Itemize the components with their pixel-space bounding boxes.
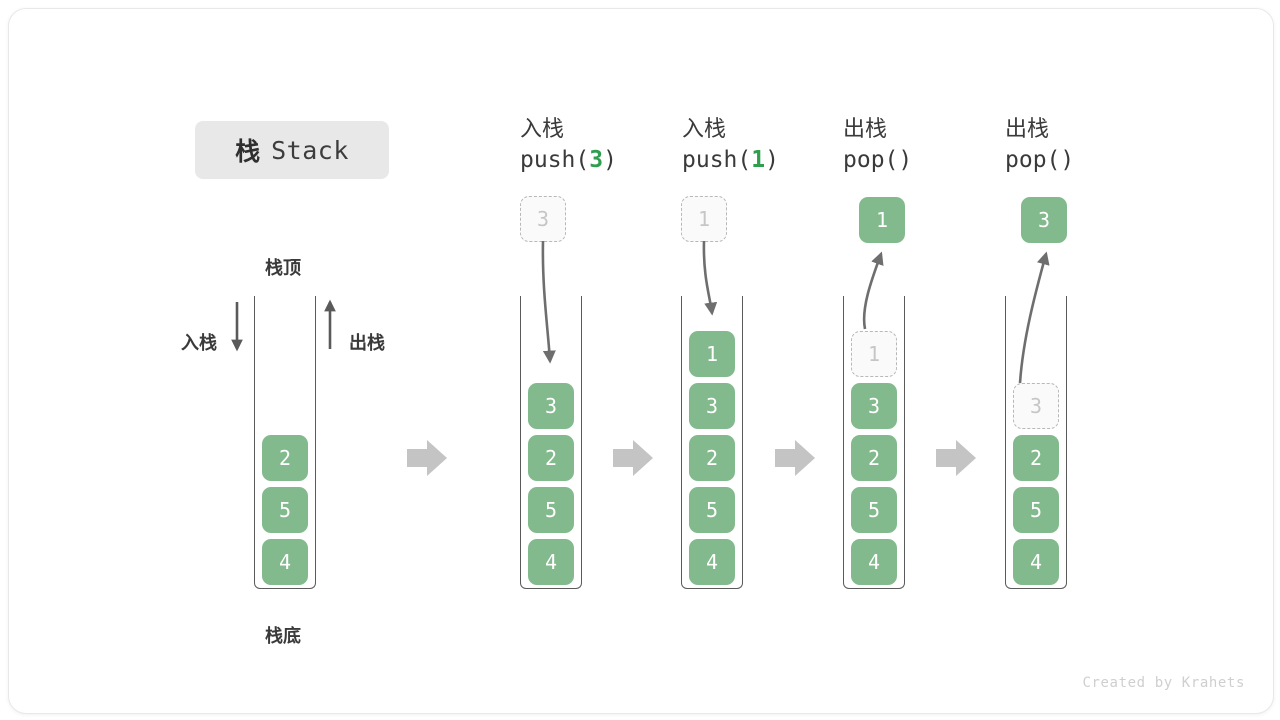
column-header-push-3: 入栈 push(3)	[520, 114, 690, 176]
stack-cell: 2	[528, 435, 574, 481]
stack-cell: 4	[528, 539, 574, 585]
stack-cell: 5	[1013, 487, 1059, 533]
transition-arrow-icon	[775, 440, 815, 476]
label-stack-top: 栈顶	[265, 258, 301, 278]
stack-cell: 3	[528, 383, 574, 429]
stack-cell: 4	[262, 539, 308, 585]
stack-cell: 5	[262, 487, 308, 533]
stack-container-pop-1: 1 3 2 5 4	[843, 296, 905, 589]
header-code: pop()	[843, 144, 1013, 176]
op-name: push(	[520, 147, 590, 173]
transition-arrow-icon	[936, 440, 976, 476]
transition-arrow-icon	[613, 440, 653, 476]
floating-cell-pop-1: 1	[859, 197, 905, 243]
op-arg: 1	[751, 147, 766, 173]
stack-cell: 5	[528, 487, 574, 533]
header-cn: 入栈	[520, 116, 565, 141]
header-cn: 出栈	[843, 116, 888, 141]
stack-cell: 4	[851, 539, 897, 585]
label-stack-bottom: 栈底	[265, 626, 301, 646]
stack-cell: 4	[689, 539, 735, 585]
op-arg: 3	[589, 147, 604, 173]
header-cn: 入栈	[682, 116, 727, 141]
stack-cell: 2	[1013, 435, 1059, 481]
stack-cell: 1	[689, 331, 735, 377]
column-header-push-1: 入栈 push(1)	[682, 114, 852, 176]
transition-arrow-icon	[407, 440, 447, 476]
floating-cell-push-1: 1	[681, 196, 727, 242]
floating-cell-pop-3: 3	[1021, 197, 1067, 243]
footer-credit: Created by Krahets	[1082, 675, 1245, 691]
header-code: pop()	[1005, 144, 1175, 176]
stack-cell: 2	[851, 435, 897, 481]
column-header-pop-1: 出栈 pop()	[843, 114, 1013, 176]
stack-cell: 4	[1013, 539, 1059, 585]
title-en: Stack	[271, 135, 349, 165]
stack-container-push-1: 1 3 2 5 4	[681, 296, 743, 589]
op-close: )	[1060, 147, 1075, 173]
op-close: )	[603, 147, 617, 173]
header-code: push(3)	[520, 144, 690, 176]
stack-cell: 3	[851, 383, 897, 429]
stack-container-pop-3: 3 2 5 4	[1005, 296, 1067, 589]
stack-cell: 2	[262, 435, 308, 481]
stack-cell-ghost: 3	[1013, 383, 1059, 429]
stack-cell: 5	[851, 487, 897, 533]
stack-cell: 2	[689, 435, 735, 481]
op-close: )	[765, 147, 779, 173]
stack-cell: 3	[689, 383, 735, 429]
floating-cell-push-3: 3	[520, 196, 566, 242]
stack-container-initial: 2 5 4	[254, 296, 316, 589]
diagram-canvas: 栈 Stack 栈顶 栈底 入栈 出栈 入栈 push(3) 入栈 push(1…	[8, 8, 1274, 714]
header-code: push(1)	[682, 144, 852, 176]
column-header-pop-3: 出栈 pop()	[1005, 114, 1175, 176]
stack-title-badge: 栈 Stack	[195, 121, 389, 179]
stack-cell-ghost: 1	[851, 331, 897, 377]
stack-container-push-3: 3 2 5 4	[520, 296, 582, 589]
op-name: pop(	[843, 147, 899, 173]
op-close: )	[898, 147, 913, 173]
stack-cell: 5	[689, 487, 735, 533]
header-cn: 出栈	[1005, 116, 1050, 141]
op-name: push(	[682, 147, 752, 173]
op-name: pop(	[1005, 147, 1061, 173]
title-cn: 栈	[235, 138, 262, 166]
label-push-side: 入栈	[181, 333, 217, 353]
label-pop-side: 出栈	[349, 333, 385, 353]
